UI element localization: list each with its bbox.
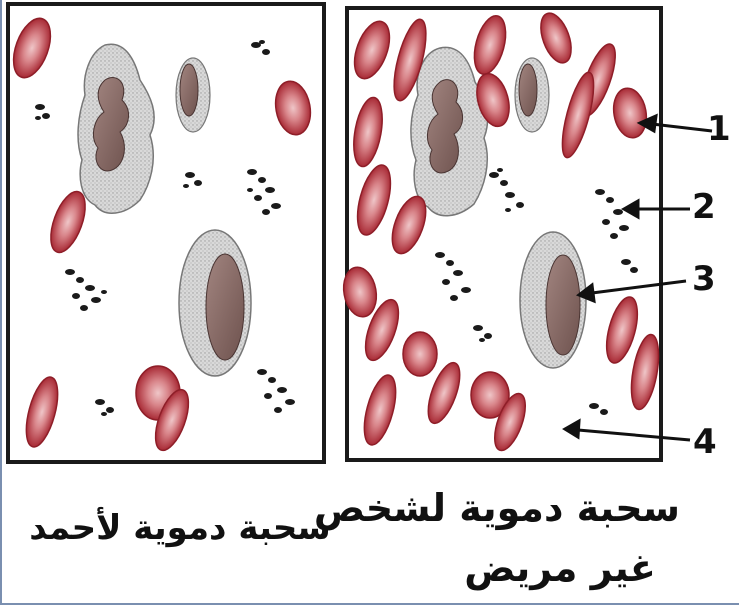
red-blood-cell-icon (535, 9, 577, 67)
label-2: 2 (692, 190, 716, 224)
platelet-icon (473, 325, 492, 342)
red-blood-cell-icon (349, 95, 387, 168)
red-blood-cell-icon (44, 187, 92, 257)
red-blood-cell-icon (6, 13, 57, 82)
red-blood-cell-icon (556, 70, 600, 161)
red-blood-cell-icon (340, 265, 380, 320)
platelet-icon (435, 252, 471, 301)
platelet-icon (489, 168, 524, 212)
platelet-icon (35, 104, 50, 120)
white-blood-cell-icon (520, 232, 586, 368)
platelet-icon (65, 269, 107, 311)
platelet-icon (183, 172, 202, 188)
red-blood-cell-icon (627, 332, 664, 411)
label-4: 4 (693, 425, 717, 459)
arrow-1 (640, 116, 712, 131)
caption-right-line1: سحبة دموية لشخص (360, 486, 680, 530)
red-blood-cell-icon (469, 12, 512, 77)
label-1: 1 (707, 112, 731, 146)
platelet-icon (251, 40, 270, 55)
red-blood-cell-icon (610, 86, 650, 141)
platelet-icon (247, 169, 281, 215)
red-blood-cell-icon (403, 332, 437, 376)
platelet-icon (589, 403, 608, 415)
red-blood-cell-icon (358, 372, 402, 448)
white-blood-cell-icon (78, 44, 154, 213)
arrow-2 (624, 201, 690, 217)
white-blood-cell-icon (515, 58, 549, 132)
red-blood-cell-icon (351, 162, 397, 239)
caption-right-line2: غير مريض (440, 546, 680, 590)
red-blood-cell-icon (348, 17, 397, 84)
red-blood-cell-icon (20, 374, 64, 450)
platelet-icon (621, 259, 638, 273)
red-blood-cell-icon (272, 78, 315, 137)
platelet-icon (257, 369, 295, 413)
platelet-icon (95, 399, 114, 416)
caption-left: سحبة دموية لأحمد (20, 508, 340, 548)
arrow-4 (565, 421, 690, 440)
white-blood-cell-icon (411, 47, 488, 215)
white-blood-cell-icon (176, 58, 210, 132)
white-blood-cell-icon (179, 230, 251, 376)
platelet-icon (595, 189, 629, 239)
label-3: 3 (692, 262, 716, 296)
